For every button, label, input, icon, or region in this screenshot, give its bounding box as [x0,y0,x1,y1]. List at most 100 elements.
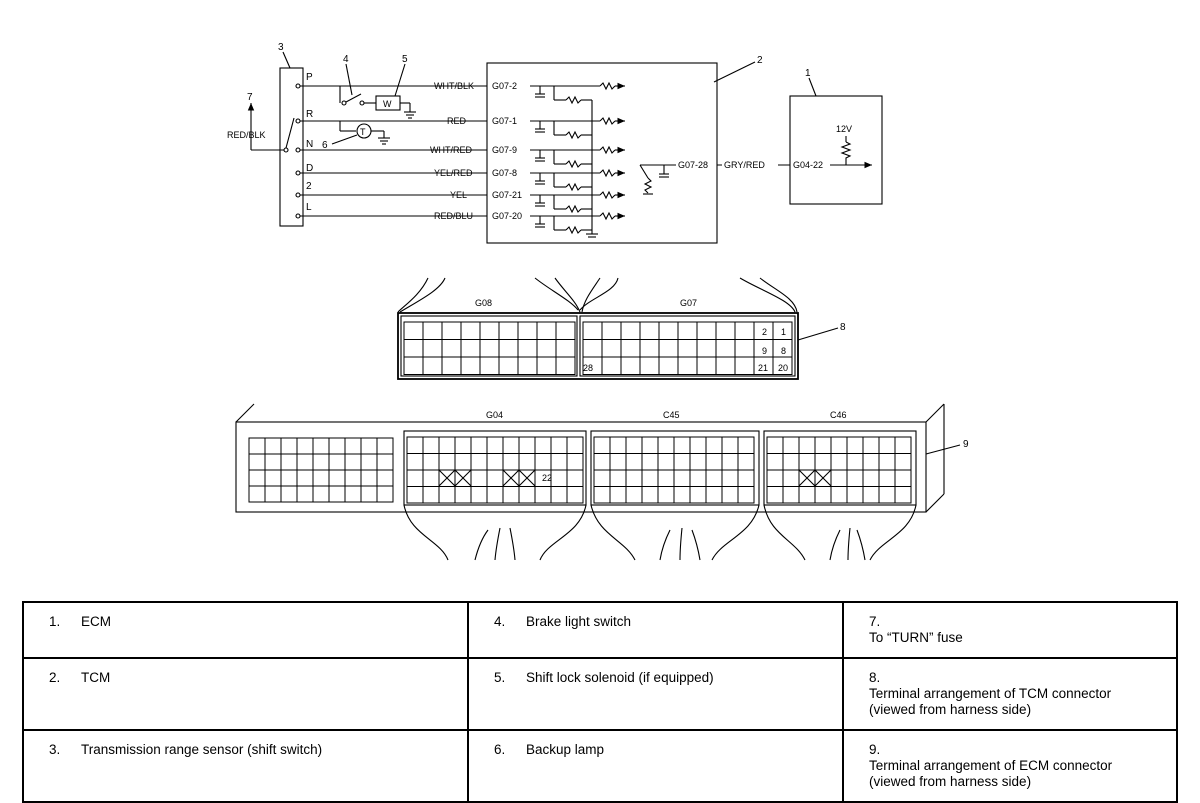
ecm-cavity [593,469,611,487]
ecm-cavity [798,453,816,471]
legend-item: 3.Transmission range sensor (shift switc… [22,729,469,803]
wire-p-color: WHT/BLK [434,81,474,91]
solenoid-symbol: W [383,99,392,109]
pos-l: L [306,202,312,213]
ecm-cavity [360,437,378,455]
ecm-cavity [344,469,362,487]
legend-text: Terminal arrangement of TCM connector (v… [869,686,1112,717]
ecm-cavity [502,486,520,504]
ecm-cavity [609,436,627,454]
pin-g07-9: G07-9 [492,145,517,155]
ecm-cavity [878,469,896,487]
ecm-cavity [737,436,755,454]
pos-p: P [306,72,313,83]
ecm-cavity [878,486,896,504]
ecm-cavity [862,469,880,487]
tcm-cavity [422,339,443,358]
ecm-cavity [264,485,282,503]
ecm-cavity [846,486,864,504]
ecm-cavity [673,486,691,504]
ecm-cavity [782,436,800,454]
ecm-cavity [721,486,739,504]
tcm-cavity [460,339,481,358]
legend-item: 9.Terminal arrangement of ECM connector … [842,729,1178,803]
ecm-cavity [894,453,912,471]
tcm-cavity [639,339,660,358]
legend-text: Brake light switch [526,614,632,629]
callout-4: 4 [343,54,349,65]
ecm-cavity [422,453,440,471]
legend-number: 5. [494,670,506,685]
ecm-cavity [689,486,707,504]
tcm-cavity [479,339,500,358]
callout-8: 8 [840,322,846,333]
ecm-cavity [846,469,864,487]
ecm-cavity [534,436,552,454]
ecm-cavity [673,436,691,454]
ecm-cavity [737,469,755,487]
ecm-cavity [376,453,394,471]
ecm-cavity [705,469,723,487]
ecm-cavity [862,486,880,504]
ecm-cavity [625,486,643,504]
callout-9: 9 [963,439,969,450]
tcm-pin-1: 1 [781,327,786,337]
label-c46: C46 [830,410,847,420]
legend-number: 9. [869,742,881,757]
ecm-cavity [518,436,536,454]
ecm-cavity [657,486,675,504]
ecm-cavity [438,453,456,471]
ecm-cavity [878,436,896,454]
ecm-connector: G04 C45 C46 22 [235,403,945,561]
tcm-cavity [441,321,462,340]
ecm-cavity [593,436,611,454]
tcm-cavity [422,356,443,375]
tcm-cavity [715,321,736,340]
tcm-cavity [582,339,603,358]
ecm-cavity [878,453,896,471]
ecm-cavity [593,453,611,471]
ecm-cavity [641,453,659,471]
ecm-cavity [328,453,346,471]
backup-lamp: T [339,121,390,145]
tcm-cavity [517,356,538,375]
legend-number: 3. [49,742,61,757]
ecm-cavity [376,469,394,487]
tcm-cavity [639,321,660,340]
ecm-cavity [550,436,568,454]
ecm-cavity [312,469,330,487]
ecm-cavity [406,453,424,471]
ecm-cavity [518,486,536,504]
tcm-cavity [441,356,462,375]
tcm-connector: G08 G07 2 1 9 8 21 20 28 [397,277,799,380]
ecm-cavity [894,436,912,454]
ecm-cavity [376,485,394,503]
tcm-cavity [498,356,519,375]
ecm-cavity [280,485,298,503]
ecm-cavity [782,486,800,504]
tcm-cavity [696,339,717,358]
ecm-cavity [422,436,440,454]
tcm-cavity [639,356,660,375]
ecm-cavity [830,486,848,504]
legend-number: 6. [494,742,506,757]
ecm-cavity [454,453,472,471]
legend-item: 7.To “TURN” fuse [842,601,1178,659]
ecm-cavity [830,469,848,487]
ecm-cavity [518,453,536,471]
legend-text: Backup lamp [526,742,605,757]
tcm-cavity [536,339,557,358]
ecm-cavity [766,436,784,454]
tcm-pin-2: 2 [762,327,767,337]
tcm-cavity [479,321,500,340]
ecm-cavity [766,469,784,487]
ecm-cavity [248,485,266,503]
pin-g07-28: G07-28 [678,160,708,170]
ecm-cavity [486,486,504,504]
ecm-cavity [296,437,314,455]
tcm-cavity [536,321,557,340]
tcm-pin-8: 8 [781,346,786,356]
tcm-cavity [422,321,443,340]
callout-2: 2 [757,55,763,66]
